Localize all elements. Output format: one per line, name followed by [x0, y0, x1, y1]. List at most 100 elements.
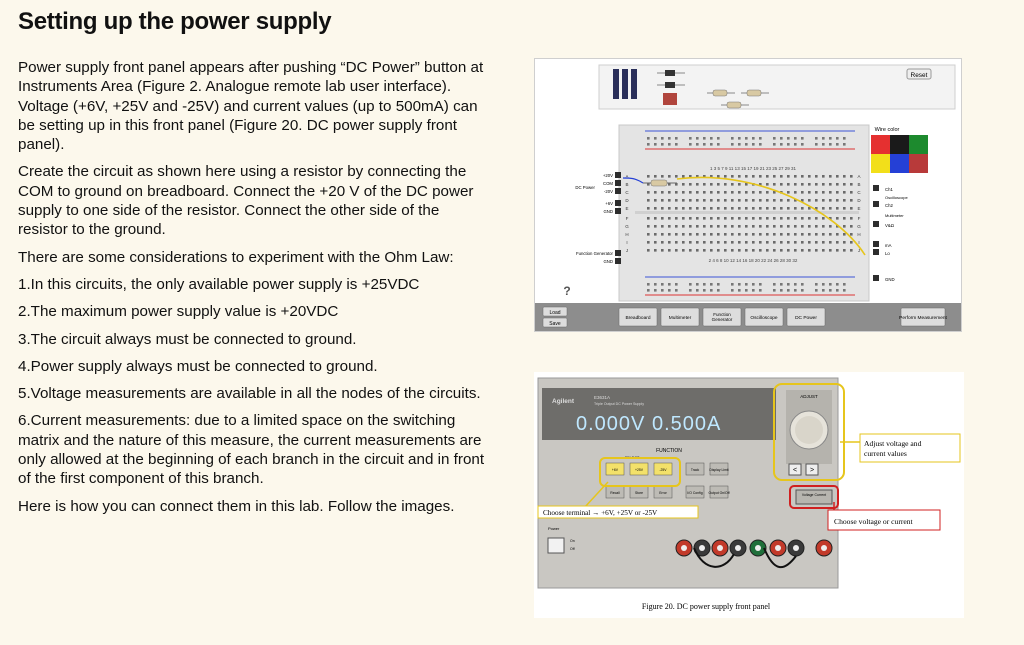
wire-color-swatch[interactable]	[871, 154, 890, 173]
psu-button-label: +25V	[635, 468, 644, 472]
brand-label: Agilent	[552, 398, 575, 405]
port-label: GND	[603, 259, 613, 264]
svg-text:Save: Save	[549, 321, 561, 327]
port-terminal[interactable]	[615, 200, 621, 206]
paragraph-closing: Here is how you can connect them in this…	[18, 497, 455, 515]
resistor-icon[interactable]	[721, 101, 749, 109]
row-letter: F	[858, 216, 861, 221]
psu-button[interactable]	[653, 462, 673, 476]
instrument-button[interactable]	[618, 307, 658, 327]
psu-button-label: +6V	[612, 468, 619, 472]
capacitor-icon[interactable]	[613, 69, 619, 99]
port-terminal[interactable]	[615, 180, 621, 186]
potentiometer-icon[interactable]	[663, 93, 677, 105]
port-terminal[interactable]	[615, 250, 621, 256]
wire-yellow[interactable]	[676, 176, 866, 256]
port-label: +6V	[605, 201, 613, 206]
row-letter: F	[626, 216, 629, 221]
load-button[interactable]	[542, 306, 568, 317]
left-ports[interactable]	[615, 172, 621, 264]
wire-color-swatch[interactable]	[909, 154, 928, 173]
port-terminal[interactable]	[873, 249, 879, 255]
instrument-button-label: Breadboard	[625, 315, 650, 321]
psu-button[interactable]	[605, 462, 625, 476]
cable	[763, 547, 797, 568]
save-button[interactable]	[542, 317, 568, 328]
psu-button[interactable]	[629, 462, 649, 476]
port-group-label: Multimeter	[885, 213, 904, 218]
psu-button[interactable]	[685, 462, 705, 476]
port-terminal[interactable]	[615, 172, 621, 178]
cable	[693, 547, 735, 568]
capacitor-icon[interactable]	[631, 69, 637, 99]
reset-button[interactable]	[906, 68, 932, 80]
wire-color-swatch[interactable]	[890, 135, 909, 154]
perform-measurement-button[interactable]	[900, 307, 946, 327]
capacitor-icon[interactable]	[622, 69, 628, 99]
port-terminal[interactable]	[873, 201, 879, 207]
port-terminal[interactable]	[873, 241, 879, 247]
port-group-label: Function Generator	[576, 251, 614, 256]
psu-button-label: Display Limit	[709, 468, 728, 472]
callout-adjust	[859, 433, 961, 463]
psu-button[interactable]	[685, 485, 705, 499]
psu-button[interactable]	[709, 485, 729, 499]
row-letter: B	[625, 182, 628, 187]
row-letter: D	[857, 198, 861, 203]
wire-color-swatch[interactable]	[909, 135, 928, 154]
psu-button[interactable]	[709, 462, 729, 476]
psu-button-label: Store	[635, 491, 643, 495]
row-letter: J	[858, 248, 860, 253]
instrument-button-label: Multimeter	[669, 315, 692, 321]
port-group-label: Oscilloscope	[885, 195, 908, 200]
list-item: 1.In this circuits, the only available p…	[18, 275, 420, 293]
instrument-button[interactable]	[660, 307, 700, 327]
callout-vc	[827, 509, 941, 531]
instrument-button[interactable]	[744, 307, 784, 327]
port-terminal[interactable]	[873, 185, 879, 191]
svg-text:ADJUST: ADJUST	[800, 394, 818, 399]
port-terminal[interactable]	[615, 188, 621, 194]
instrument-button[interactable]	[786, 307, 826, 327]
resistor-icon[interactable]	[707, 89, 735, 97]
psu-button-label: Output On/Off	[708, 491, 729, 495]
arrow-left-button[interactable]	[788, 463, 802, 476]
placed-resistor[interactable]	[643, 179, 677, 187]
port-terminal[interactable]	[615, 208, 621, 214]
list-item: 4.Power supply always must be connected …	[18, 357, 378, 375]
resistor-icon[interactable]	[741, 89, 769, 97]
help-icon[interactable]: ?	[563, 284, 570, 298]
row-letter: C	[857, 190, 861, 195]
power-button[interactable]	[547, 537, 565, 554]
select-highlight	[599, 457, 681, 487]
psu-button-label: Track	[691, 468, 700, 472]
row-letter: A	[857, 174, 860, 179]
row-letter: D	[625, 198, 629, 203]
figure-caption: Figure 20. DC power supply front panel	[642, 602, 771, 611]
row-letter: H	[857, 232, 860, 237]
wire-color-swatch[interactable]	[890, 154, 909, 173]
list-item: 2.The maximum power supply value is +20V…	[18, 303, 339, 321]
paragraph-intro: Power supply front panel appears after p…	[18, 59, 484, 154]
port-terminal[interactable]	[873, 275, 879, 281]
diode-icon[interactable]	[657, 82, 685, 88]
arrow-right-button[interactable]	[805, 463, 819, 476]
port-terminal[interactable]	[615, 258, 621, 264]
psu-button-label: I/O Config	[687, 491, 702, 495]
port-label: Ch2	[885, 203, 893, 208]
svg-text:Power: Power	[548, 526, 560, 531]
wire-color-swatch[interactable]	[871, 135, 890, 154]
right-ports[interactable]	[873, 185, 879, 281]
row-letter: B	[857, 182, 860, 187]
instrument-button[interactable]	[702, 307, 742, 327]
wire-blue[interactable]	[622, 177, 644, 184]
list-item: 5.Voltage measurements are available in …	[18, 385, 481, 403]
port-label: -20V	[604, 189, 613, 194]
output-terminals[interactable]	[675, 539, 833, 568]
row-letter: J	[626, 248, 628, 253]
diode-icon[interactable]	[657, 70, 685, 76]
voltage-current-button[interactable]	[795, 489, 833, 505]
port-terminal[interactable]	[873, 221, 879, 227]
